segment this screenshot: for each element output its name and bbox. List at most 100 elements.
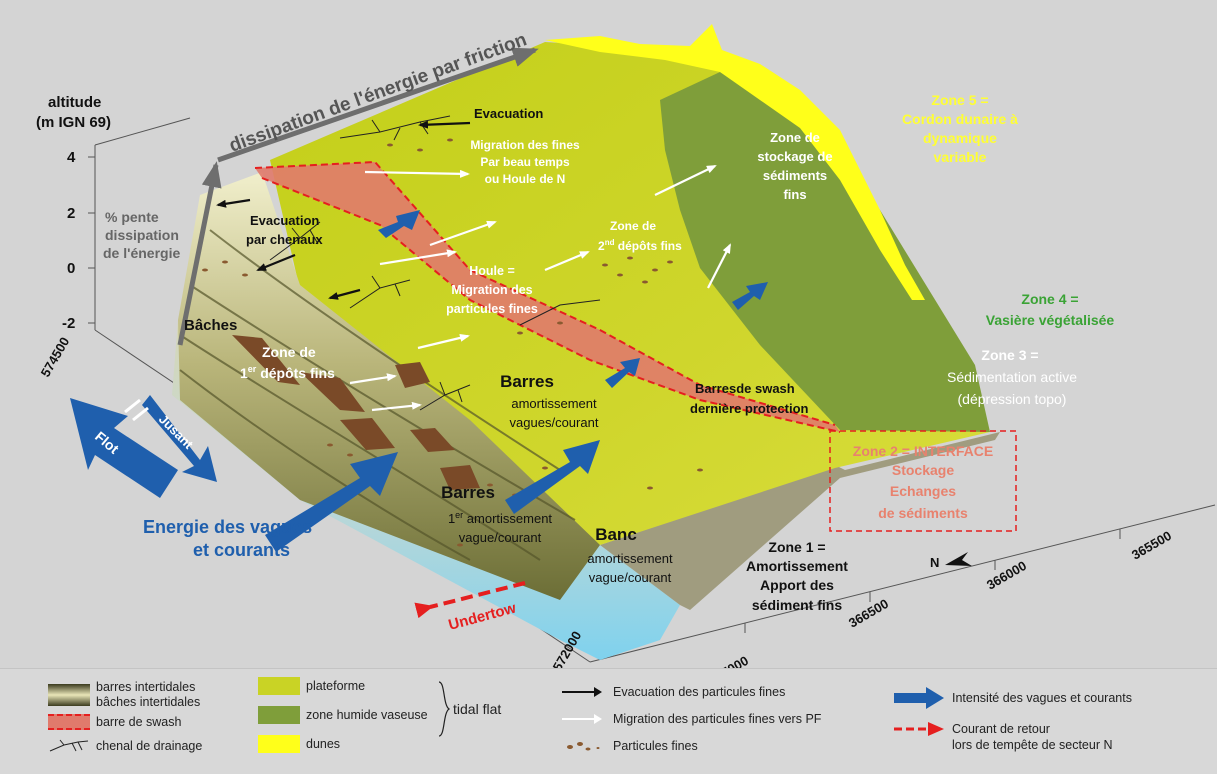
svg-text:Zone 3 =: Zone 3 = (981, 347, 1038, 363)
north-label: N (930, 555, 939, 570)
svg-text:sédiments: sédiments (763, 168, 827, 183)
zone-humide-swatch-icon (258, 706, 300, 724)
terrain-block (172, 24, 1000, 660)
barres-swash-label: Barresde swash dernière protection (690, 381, 809, 416)
migration-fines-label: Migration des fines Par beau temps ou Ho… (470, 138, 580, 186)
altitude-label: altitude (48, 94, 101, 111)
bar-crests (179, 229, 576, 561)
svg-text:Houle =: Houle = (469, 264, 515, 278)
legend-courant-retour-line1: Courant de retour (952, 722, 1050, 736)
swash-swatch-icon (48, 714, 90, 730)
zone1-label: Zone 1 = Amortissement Apport des sédime… (746, 539, 848, 613)
svg-text:amortissement: amortissement (511, 396, 597, 411)
drainage-channel-icon (49, 739, 89, 752)
barres1-label: Barres amortissement vagues/courant (500, 372, 599, 430)
svg-text:vague/courant: vague/courant (589, 570, 672, 585)
svg-text:stockage de: stockage de (757, 149, 832, 164)
legend-courant-retour-line2: lors de tempête de secteur N (952, 738, 1113, 752)
depots2-label: Zone de 2nd dépôts fins (598, 219, 682, 253)
drainage-channels (269, 115, 601, 411)
legend-barres-label: barres intertidales (96, 680, 196, 694)
particles-icon (567, 742, 600, 751)
svg-text:Apport des: Apport des (760, 577, 834, 593)
svg-text:Barresde swash: Barresde swash (695, 381, 795, 396)
svg-text:Par beau temps: Par beau temps (480, 155, 570, 169)
svg-text:de sédiments: de sédiments (878, 505, 968, 521)
x-axis-ticks (744, 529, 1121, 633)
evacuation-arrows (216, 120, 471, 300)
svg-text:Zone de: Zone de (262, 344, 316, 360)
legend-particules: Particules fines (555, 739, 698, 753)
legend-tidal-flat-label: tidal flat (453, 701, 502, 717)
depots1-label: Zone de 1er dépôts fins (240, 344, 335, 381)
evacuation-label: Evacuation (474, 106, 543, 121)
x-tick-366500: 366500 (846, 596, 891, 631)
altitude-unit: (m IGN 69) (36, 114, 111, 131)
svg-text:Vasière végétalisée: Vasière végétalisée (986, 312, 1115, 328)
svg-text:Zone 4 =: Zone 4 = (1021, 291, 1078, 307)
svg-text:Sédimentation active: Sédimentation active (947, 369, 1077, 385)
flot-arrow (70, 398, 178, 498)
dunes-swatch-icon (258, 735, 300, 753)
svg-text:particules fines: particules fines (446, 302, 538, 316)
plateforme-swatch-icon (258, 677, 300, 695)
legend-intensite: Intensité des vagues et courants (890, 687, 1132, 709)
legend-dunes: dunes (258, 735, 340, 753)
legend-migration: Migration des particules fines vers PF (555, 712, 821, 726)
energie-line1: Energie des vagues (143, 517, 312, 537)
right-edge-face (600, 432, 1000, 610)
svg-text:fins: fins (783, 187, 806, 202)
white-arrow-icon (562, 714, 602, 724)
legend-chenal: chenal de drainage (48, 739, 202, 753)
x-tick-366000: 366000 (984, 558, 1029, 593)
altitude-ticks (88, 156, 95, 324)
flot-jusant-arrows (70, 395, 217, 498)
legend-tidal-flat: tidal flat (453, 701, 501, 717)
baches-label: Bâches (184, 317, 237, 334)
svg-text:Cordon dunaire à: Cordon dunaire à (902, 111, 1018, 127)
legend-particules-label: Particules fines (613, 739, 698, 753)
legend-courant-retour: Courant de retour lors de tempête de sec… (890, 721, 1113, 753)
legend-swash-label: barre de swash (96, 715, 182, 729)
friction-arrow (217, 47, 539, 163)
svg-text:Zone de: Zone de (610, 219, 656, 233)
slope-arrow (177, 161, 222, 346)
altitude-tick-minus2: -2 (62, 315, 75, 332)
altitude-tick-4: 4 (67, 149, 76, 166)
migration-arrows (349, 165, 731, 412)
svg-text:vagues/courant: vagues/courant (510, 415, 599, 430)
zone2-box (829, 430, 1017, 532)
houle-label: Houle = Migration des particules fines (446, 264, 538, 316)
legend-intensite-label: Intensité des vagues et courants (952, 691, 1132, 705)
zone-humide-surface (660, 72, 990, 432)
intertidal-bars (178, 172, 600, 600)
blue-arrow-icon (894, 687, 944, 709)
energie-line2: et courants (193, 540, 290, 560)
swash-bar-edge-upper (254, 160, 836, 426)
svg-text:dynamique: dynamique (923, 130, 997, 146)
svg-text:amortissement: amortissement (587, 551, 673, 566)
black-arrow-icon (562, 687, 602, 697)
legend-barres: barres intertidales bâches intertidales (48, 680, 200, 710)
legend-dunes-label: dunes (306, 737, 341, 751)
svg-text:1er dépôts fins: 1er dépôts fins (240, 364, 335, 381)
swash-bar (255, 162, 840, 432)
svg-text:2nd dépôts fins: 2nd dépôts fins (598, 238, 682, 253)
svg-text:Evacuation: Evacuation (250, 213, 319, 228)
legend-zone-humide: zone humide vaseuse (258, 706, 428, 724)
svg-text:Zone de: Zone de (770, 130, 820, 145)
legend-migration-label: Migration des particules fines vers PF (613, 712, 822, 726)
svg-text:Migration des: Migration des (451, 283, 532, 297)
bars-swatch-icon (48, 684, 90, 706)
red-dashed-arrow-icon (894, 722, 944, 736)
legend: barres intertidales bâches intertidales … (0, 668, 1217, 774)
undertow-arrow (414, 581, 526, 619)
banc-label: Banc amortissement vague/courant (587, 525, 673, 585)
north-arrow-icon (945, 552, 972, 566)
svg-text:ou Houle de N: ou Houle de N (485, 172, 566, 186)
legend-evacuation: Evacuation des particules fines (555, 685, 785, 699)
evac-chenaux-label: Evacuation par chenaux (246, 213, 323, 247)
swash-bar-edge-lower (261, 177, 841, 433)
